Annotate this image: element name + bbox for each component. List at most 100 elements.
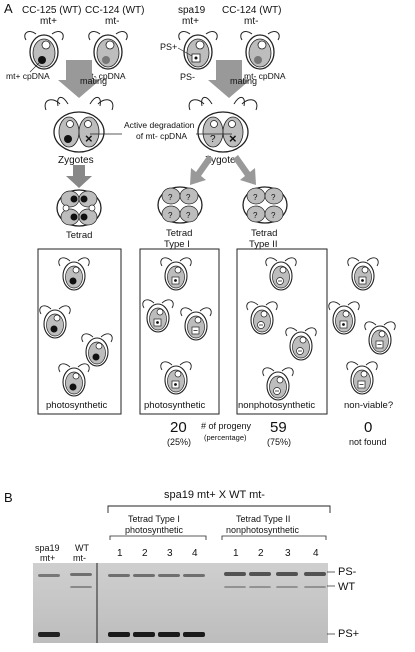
- gel-band: [133, 574, 155, 577]
- band-label-ps-minus: PS-: [338, 566, 357, 578]
- box4-label: non-viable?: [344, 400, 393, 411]
- progeny-cell-icon: [58, 363, 90, 397]
- parent-left2-sex: mt-: [105, 16, 119, 27]
- svg-text:×: ×: [85, 131, 93, 146]
- band-label-wt: WT: [338, 581, 355, 593]
- zygote-left: ×: [44, 97, 114, 153]
- svg-text:?: ?: [271, 193, 276, 202]
- progeny-cell-icon: [58, 257, 90, 291]
- tetrad-type2: ? ? ? ?: [242, 186, 288, 224]
- mt-minus-cpdna-right-label: mt- cpDNA: [244, 71, 286, 81]
- panel-a-label: A: [4, 1, 13, 16]
- progeny-cell-icon: [364, 321, 396, 355]
- parent-right1-title: spa19: [178, 5, 206, 16]
- tetrad-label: Tetrad: [66, 230, 92, 241]
- gel-band: [108, 574, 130, 577]
- nucleus-icon: [105, 40, 115, 50]
- progeny-cell-icon: [265, 257, 297, 291]
- svg-text:?: ?: [210, 134, 216, 145]
- tetrad-left: [56, 189, 102, 227]
- tetrad-type2-label: Tetrad Type II: [249, 228, 280, 250]
- svg-text:?: ?: [168, 193, 173, 202]
- svg-text:?: ?: [168, 211, 173, 220]
- band-label-ps-plus: PS+: [338, 628, 359, 640]
- progeny-cell-icon: [39, 305, 71, 339]
- mating-label-right: mating: [230, 76, 257, 86]
- gel-band: [70, 586, 92, 588]
- progeny-cell-icon: [160, 257, 192, 291]
- progeny-cell-icon: [180, 307, 212, 341]
- lane-number: 2: [142, 548, 148, 559]
- tetrad-type2-b-sub: nonphotosynthetic: [226, 525, 300, 535]
- gel-band: [304, 586, 326, 588]
- lane-control-wt: WT mt-: [73, 543, 91, 563]
- parent-right1-sex: mt+: [182, 16, 199, 27]
- count-type2: 59: [270, 419, 287, 436]
- nucleus-icon: [195, 40, 205, 50]
- parent-left2-title: CC-124 (WT): [85, 5, 144, 16]
- lane-number: 1: [117, 548, 123, 559]
- gel-bands: [38, 572, 326, 637]
- cpdna-dot-icon: [254, 56, 262, 64]
- progeny-cell-icon: [347, 257, 379, 291]
- parent-cell-mt-plus-left: [24, 31, 64, 70]
- gel-band: [224, 586, 246, 588]
- progeny-label: # of progeny: [201, 421, 252, 431]
- cross-bracket: [107, 505, 331, 513]
- arrow-right-down-right: [233, 155, 256, 185]
- gel-band: [158, 574, 180, 577]
- progeny-cell-icon: [246, 301, 278, 335]
- gel-band: [183, 632, 205, 637]
- gel-band: [133, 632, 155, 637]
- zygote-right: ? ×: [188, 97, 258, 153]
- panel-b-label: B: [4, 490, 13, 505]
- gel-band: [70, 573, 92, 576]
- mating-label-left: mating: [80, 76, 107, 86]
- mating-arrow-left: [58, 60, 100, 98]
- tetrad-type1-b-sub: photosynthetic: [125, 525, 184, 535]
- gel-band: [249, 586, 271, 588]
- nonviable-note: not found: [349, 437, 387, 447]
- progeny-cell-icon: [81, 333, 113, 367]
- progeny-cell-icon: [160, 361, 192, 395]
- gel-band: [304, 572, 326, 576]
- count-type1-pct: (25%): [167, 437, 191, 447]
- parent-cell-mt-minus-left: [88, 31, 128, 70]
- parent-left1-sex: mt+: [40, 16, 57, 27]
- svg-text:×: ×: [229, 131, 237, 146]
- percentage-label: (percentage): [204, 433, 247, 442]
- progeny-cell-icon: [328, 301, 360, 335]
- tetrad-type1-label: Tetrad Type I: [164, 228, 195, 250]
- count-nonviable: 0: [364, 419, 372, 436]
- gel-band: [158, 632, 180, 637]
- svg-text:?: ?: [271, 211, 276, 220]
- count-type1: 20: [170, 419, 187, 436]
- cpdna-dot-icon: [102, 56, 110, 64]
- arrow-right-down-left: [190, 155, 213, 185]
- progeny-cell-icon: [346, 361, 378, 395]
- progeny-cell-icon: [262, 367, 294, 401]
- tetrad-type1-b: Tetrad Type I: [128, 514, 180, 524]
- parent-right2-title: CC-124 (WT): [222, 5, 281, 16]
- cross-title: spa19 mt+ X WT mt-: [164, 489, 265, 501]
- box-photosynthetic-2: [139, 248, 220, 415]
- gel-band: [276, 572, 298, 576]
- gel-band: [276, 586, 298, 588]
- svg-text:?: ?: [186, 211, 191, 220]
- gel-band: [183, 574, 205, 577]
- svg-text:?: ?: [253, 211, 258, 220]
- arrow-down-left: [66, 165, 92, 188]
- active-degradation-label: Active degradation of mt- cpDNA: [124, 120, 197, 141]
- box-nonphotosynthetic: [236, 248, 328, 415]
- tetrad-type2-b: Tetrad Type II: [236, 514, 290, 524]
- mt-plus-cpdna-label: mt+ cpDNA: [6, 71, 50, 81]
- box3-label: nonphotosynthetic: [238, 400, 315, 411]
- gel-band: [38, 574, 60, 577]
- nucleus-icon: [257, 40, 267, 50]
- gel-band: [108, 632, 130, 637]
- tetrad-type1: ? ? ? ?: [157, 186, 203, 224]
- ps-plus-label: PS+: [160, 42, 177, 52]
- box2-label: photosynthetic: [144, 400, 206, 411]
